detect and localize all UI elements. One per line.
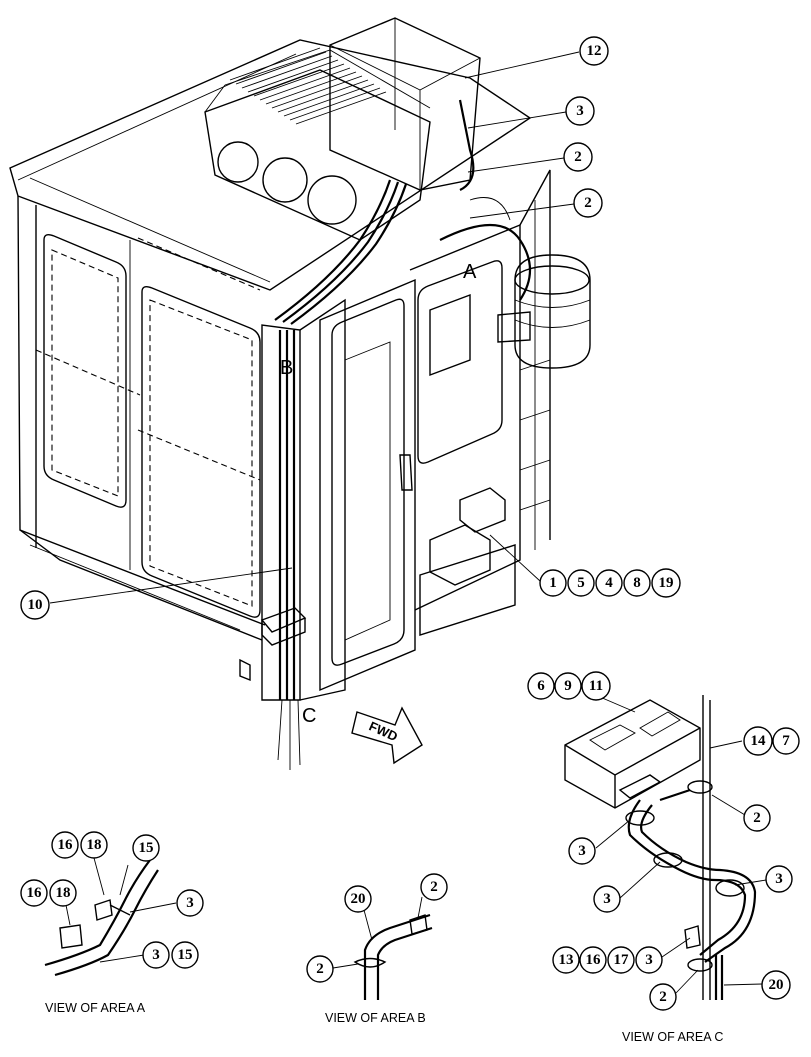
svg-text:2: 2 (574, 149, 582, 165)
callout-5: 5 (567, 569, 595, 597)
svg-text:17: 17 (614, 952, 630, 968)
callout-15: 15 (171, 941, 199, 969)
svg-text:1: 1 (549, 575, 557, 591)
callout-18: 18 (49, 879, 77, 907)
svg-text:16: 16 (27, 885, 43, 901)
svg-text:10: 10 (28, 597, 43, 613)
callout-12: 12 (579, 36, 609, 66)
callout-3: 3 (765, 865, 793, 893)
callout-3: 3 (565, 96, 595, 126)
svg-text:2: 2 (659, 989, 667, 1005)
svg-text:2: 2 (584, 195, 592, 211)
callout-3: 3 (142, 941, 170, 969)
svg-text:11: 11 (589, 678, 603, 694)
view-area-c-caption: VIEW OF AREA C (622, 1030, 723, 1044)
svg-text:2: 2 (753, 810, 761, 826)
svg-text:3: 3 (603, 891, 611, 907)
svg-text:19: 19 (659, 575, 674, 591)
cab-assembly (9, 17, 591, 770)
svg-text:3: 3 (775, 871, 783, 887)
callout-8: 8 (623, 569, 651, 597)
callout-2: 2 (649, 983, 677, 1011)
svg-text:18: 18 (87, 837, 102, 853)
callout-16: 16 (20, 879, 48, 907)
svg-text:3: 3 (645, 952, 653, 968)
view-area-b (332, 896, 433, 1000)
callout-2: 2 (573, 188, 603, 218)
area-a-label: A (463, 261, 477, 283)
callout-3: 3 (593, 885, 621, 913)
svg-text:12: 12 (587, 43, 602, 59)
callout-20: 20 (344, 885, 372, 913)
svg-text:3: 3 (578, 843, 586, 859)
forward-arrow-icon: FWD (351, 706, 423, 765)
callout-20: 20 (761, 970, 791, 1000)
view-area-b-caption: VIEW OF AREA B (325, 1011, 426, 1025)
area-b-label: B (280, 357, 293, 379)
svg-text:13: 13 (559, 952, 574, 968)
svg-text:4: 4 (605, 575, 613, 591)
callout-2: 2 (420, 873, 448, 901)
callout-15: 15 (132, 834, 160, 862)
callout-2: 2 (563, 142, 593, 172)
callout-14: 14 (743, 726, 773, 756)
svg-text:3: 3 (152, 947, 160, 963)
callout-18: 18 (80, 831, 108, 859)
svg-text:3: 3 (186, 895, 194, 911)
callout-17: 17 (607, 946, 635, 974)
callout-16: 16 (579, 946, 607, 974)
svg-text:16: 16 (58, 837, 74, 853)
callout-13: 13 (552, 946, 580, 974)
callout-3: 3 (635, 946, 663, 974)
svg-text:2: 2 (316, 961, 324, 977)
callout-1: 1 (539, 569, 567, 597)
callout-row-14-7: 14 7 (743, 726, 800, 756)
svg-text:6: 6 (537, 678, 545, 694)
main-leader-lines (49, 51, 580, 604)
callout-4: 4 (595, 569, 623, 597)
callout-row-13-16-17-3: 13 16 17 3 (552, 946, 663, 974)
svg-text:15: 15 (178, 947, 193, 963)
view-area-a (44, 857, 177, 977)
svg-text:9: 9 (564, 678, 572, 694)
view-area-a-caption: VIEW OF AREA A (45, 1001, 146, 1015)
svg-text:5: 5 (577, 575, 585, 591)
svg-text:20: 20 (351, 891, 366, 907)
callout-11: 11 (581, 671, 611, 701)
callout-16: 16 (51, 831, 79, 859)
callout-2: 2 (306, 955, 334, 983)
callout-3: 3 (176, 889, 204, 917)
svg-text:15: 15 (139, 840, 154, 856)
callout-2: 2 (743, 804, 771, 832)
callout-9: 9 (554, 672, 582, 700)
callout-10: 10 (20, 590, 50, 620)
callout-7: 7 (772, 727, 800, 755)
forward-arrow-label: FWD (367, 718, 400, 744)
svg-text:18: 18 (56, 885, 71, 901)
svg-text:2: 2 (430, 879, 438, 895)
svg-text:16: 16 (586, 952, 602, 968)
callout-row-6-9-11: 6 9 11 (527, 671, 611, 701)
area-c-label: C (302, 705, 316, 727)
svg-text:3: 3 (576, 103, 584, 119)
callout-3: 3 (568, 837, 596, 865)
callout-row-1-5-4-8-19: 1 5 4 8 19 (539, 568, 681, 598)
svg-text:20: 20 (769, 977, 784, 993)
callout-19: 19 (651, 568, 681, 598)
callout-6: 6 (527, 672, 555, 700)
svg-text:7: 7 (782, 733, 790, 749)
svg-text:8: 8 (633, 575, 641, 591)
svg-text:14: 14 (751, 733, 767, 749)
view-area-c (564, 695, 767, 1000)
